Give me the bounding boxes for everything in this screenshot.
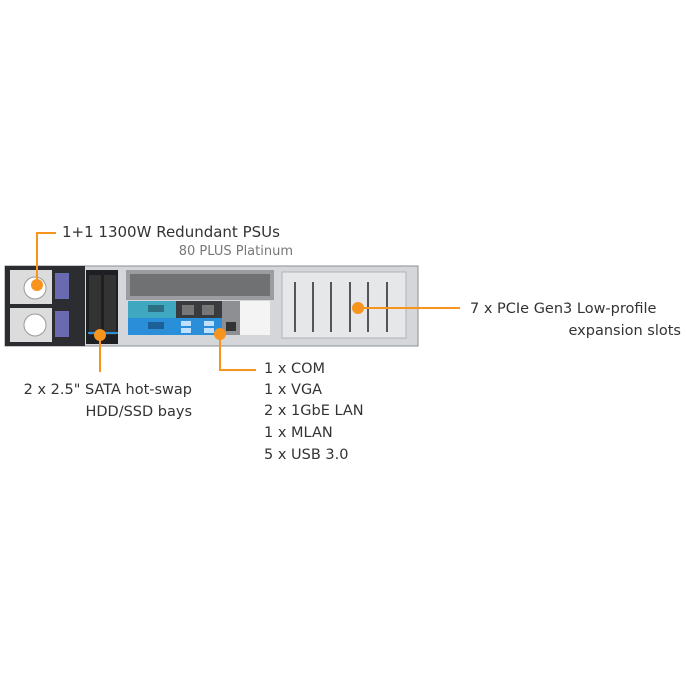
pcie-dot [352,302,364,314]
io-panel [128,301,270,335]
drives-dot [94,329,106,341]
pcie-slots [281,271,407,339]
drives-line1: 2 x 2.5" SATA hot-swap [23,382,192,398]
psu-2 [10,308,69,342]
io-item-vga: 1 x VGA [264,382,323,398]
pcie-line2: expansion slots [568,323,681,339]
io-dot [214,328,226,340]
psu-dot [31,279,43,291]
drives-line2: HDD/SSD bays [85,404,192,420]
io-item-mlan: 1 x MLAN [264,425,333,441]
callout-dots [31,279,364,341]
psu-title: 1+1 1300W Redundant PSUs [62,223,280,241]
pcie-line1: 7 x PCIe Gen3 Low-profile [470,301,657,317]
io-item-com: 1 x COM [264,361,326,377]
io-item-usb: 5 x USB 3.0 [264,447,349,463]
callout-lines [36,232,460,372]
psu-subtitle: 80 PLUS Platinum [178,244,293,259]
io-item-lan: 2 x 1GbE LAN [264,403,364,419]
